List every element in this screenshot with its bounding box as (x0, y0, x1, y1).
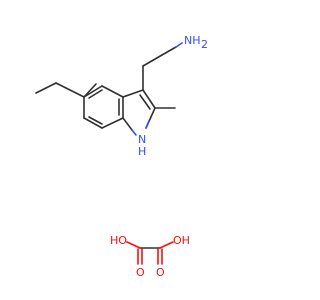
bond-ch2-nh2 (161, 46, 177, 56)
oxalic-oh-right-label: OH (173, 234, 190, 247)
bond-ethyl-ch2 (55, 82, 85, 98)
bond-n1-c2-n-half (145, 120, 150, 129)
amine-n-label: NH (184, 34, 201, 47)
bond-c6-c7-double (88, 116, 103, 125)
indole-amine-molecule: NH 2 N H (35, 34, 208, 158)
bond-c3a-c3 (122, 89, 144, 98)
bond-ethyl-ch3 (35, 82, 57, 94)
bond-c-oh-right (159, 241, 174, 249)
bond-ch2-nh2-n-half (175, 42, 183, 48)
bond-c3-c2-double (139, 94, 151, 110)
bond-n1-c7a-n-half (131, 129, 137, 136)
amine-subscript-label: 2 (201, 38, 208, 51)
chemical-structure-canvas: NH 2 N H HO OH O O (35, 34, 208, 279)
bond-c3a-c4 (101, 85, 124, 98)
bond-n1-c7a (122, 117, 133, 131)
bond-ethyl-ring (83, 83, 97, 98)
oxalic-oh-left-label: HO (110, 234, 127, 247)
bond-ch2-ch2 (142, 54, 163, 67)
indole-h-label: H (138, 145, 146, 158)
indole-n-label: N (138, 133, 146, 146)
bond-c6-c7 (83, 117, 103, 129)
bond-c3-c2 (142, 89, 156, 109)
oxalic-o-right-label: O (156, 266, 165, 279)
bond-c-oh-left (126, 241, 141, 249)
bond-c4-c5 (83, 85, 103, 98)
oxalic-o-left-label: O (136, 266, 145, 279)
bond-c4-c5-double (88, 89, 103, 99)
bond-c7-c7a (101, 117, 124, 129)
oxalic-acid-molecule: HO OH O O (110, 234, 190, 279)
